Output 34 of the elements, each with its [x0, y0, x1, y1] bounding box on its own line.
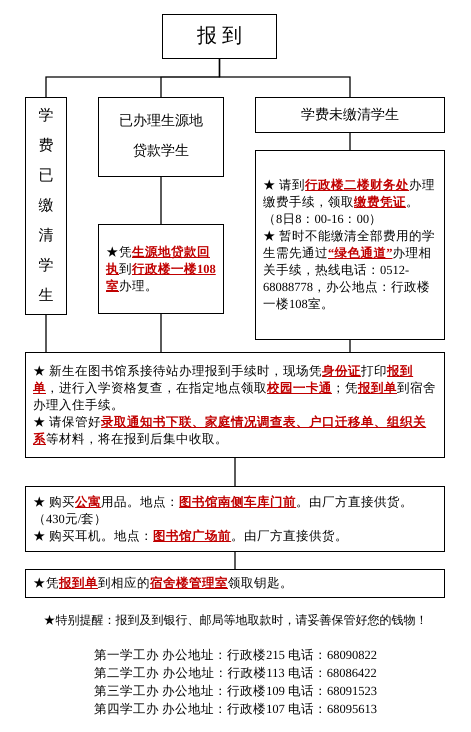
heading-text: 报 到	[196, 28, 243, 45]
connector-line	[160, 314, 162, 352]
instruction-text: ★ 暂时不能缴清全部费用的学生需先通过“绿色通道”办理相关手续，热线电话：0512-68088778，办公地点：行政楼一楼108室。	[263, 228, 436, 313]
step-box	[255, 97, 445, 133]
step-box	[98, 97, 224, 177]
instruction-text: ★ 购买耳机。地点：图书馆广场前。由厂方直接供货。	[33, 528, 350, 544]
connector-line	[349, 133, 351, 150]
step-box	[162, 14, 277, 59]
instruction-text: ★凭生源地贷款回执到行政楼一楼108室办理。	[106, 244, 216, 294]
contact-line: 第三学工办 办公地址：行政楼109 电话：68091523	[93, 683, 378, 700]
step-box	[25, 352, 445, 458]
instruction-text: ★ 请到行政楼二楼财务处办理缴费手续，领取缴费凭证。（8日8：00-16：00）	[263, 177, 436, 228]
connector-line	[234, 458, 236, 486]
instruction-text: ★凭报到单到相应的宿舍楼管理室领取钥匙。	[33, 575, 294, 592]
step-box	[25, 486, 445, 552]
contact-line: 第一学工办 办公地址：行政楼215 电话：68090822	[93, 647, 378, 664]
contact-line: 第二学工办 办公地址：行政楼113 电话：68086422	[93, 665, 378, 682]
reminder-note: ★特别提醒：报到及到银行、邮局等地取款时，请妥善保管好您的钱物！	[42, 612, 428, 629]
connector-line	[349, 340, 351, 352]
step-box	[25, 97, 67, 315]
connector-line	[45, 315, 47, 352]
instruction-text: ★ 新生在图书馆系接待站办理报到手续时，现场凭身份证打印报到单，进行入学资格复查，在指定地点领取校园一卡通；凭报到单到宿舍办理入住手续。	[33, 362, 437, 414]
connector-line	[234, 552, 236, 569]
heading-text: 学费已缴清学生	[38, 106, 54, 306]
step-box	[25, 569, 445, 598]
heading-text: 学费未缴清学生	[300, 106, 400, 124]
heading-text: 已办理生源地贷款学生	[118, 112, 204, 161]
contact-line: 第四学工办 办公地址：行政楼107 电话：68095613	[93, 701, 378, 718]
instruction-text: ★ 购买公寓用品。地点：图书馆南侧车库门前。由厂方直接供货。（430元/套）	[33, 494, 414, 528]
connector-line	[218, 59, 351, 97]
instruction-text: ★ 请保管好录取通知书下联、家庭情况调查表、户口迁移单、组织关系等材料，将在报到后集中收取。	[33, 414, 428, 448]
step-box	[98, 224, 224, 314]
connector-line	[160, 177, 162, 224]
step-box	[255, 150, 445, 340]
